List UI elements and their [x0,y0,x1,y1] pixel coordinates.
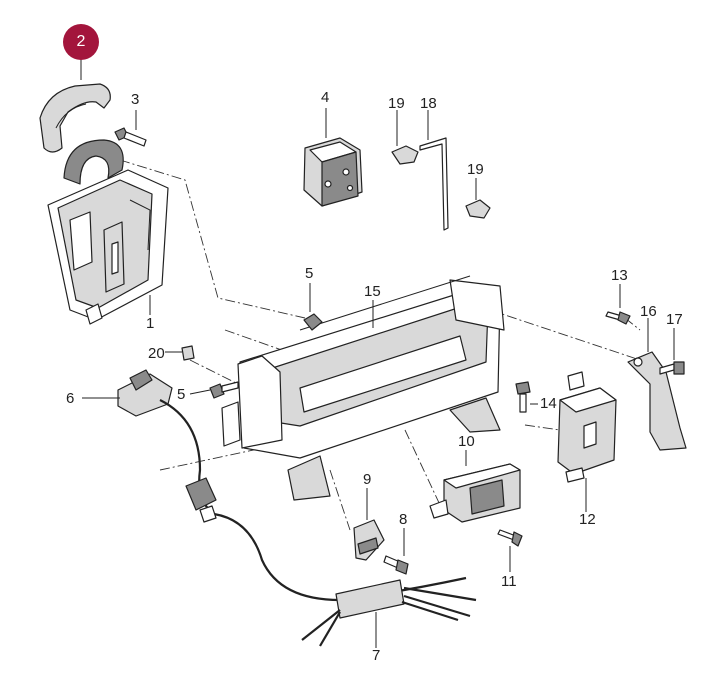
part-9-bracket[interactable] [353,519,385,561]
callout-5-left[interactable]: 5 [177,386,186,403]
callout-16[interactable]: 16 [640,303,657,320]
part-19-clip-upper[interactable] [391,145,419,165]
part-1-pump-frame[interactable] [47,139,169,325]
part-14-bolt[interactable] [515,381,531,413]
part-8-screw[interactable] [383,555,409,575]
callout-8[interactable]: 8 [399,511,408,528]
part-5-bolt-left[interactable] [209,381,239,399]
part-10-control-module[interactable] [429,463,521,523]
callout-6[interactable]: 6 [66,390,75,407]
leader-lines [80,58,675,648]
part-13-screw[interactable] [605,311,631,325]
part-5-bolt-upper[interactable] [303,313,323,331]
callout-badge-2[interactable]: 2 [63,24,99,60]
callout-12[interactable]: 12 [579,511,596,528]
part-19-clip-lower[interactable] [465,199,491,219]
callout-13[interactable]: 13 [611,267,628,284]
callout-18[interactable]: 18 [420,95,437,112]
part-17-bolt[interactable] [659,361,685,375]
callout-17[interactable]: 17 [666,311,683,328]
part-18-rod[interactable] [419,137,449,231]
part-6-bracket[interactable] [117,369,173,417]
callout-4[interactable]: 4 [321,89,330,106]
callout-10[interactable]: 10 [458,433,475,450]
callout-19-lower[interactable]: 19 [467,161,484,178]
part-12-control-unit[interactable] [557,371,617,483]
callout-11[interactable]: 11 [501,573,517,590]
part-3-bolt[interactable] [114,127,147,147]
part-11-screw[interactable] [497,529,523,547]
callout-15[interactable]: 15 [364,283,381,300]
callout-20[interactable]: 20 [148,345,165,362]
callout-7[interactable]: 7 [372,647,381,664]
callout-3[interactable]: 3 [131,91,140,108]
callout-19-upper[interactable]: 19 [388,95,405,112]
callout-5-upper[interactable]: 5 [305,265,314,282]
part-7-wiring-harness[interactable] [159,399,477,647]
part-15-main-frame[interactable] [221,275,505,501]
part-4-module[interactable] [303,137,363,207]
callout-9[interactable]: 9 [363,471,372,488]
part-16-support-leg[interactable] [627,351,687,451]
part-20-nut[interactable] [181,345,195,361]
part-2-handle[interactable] [39,83,111,153]
callout-1[interactable]: 1 [146,315,155,332]
callout-14[interactable]: 14 [540,395,557,412]
